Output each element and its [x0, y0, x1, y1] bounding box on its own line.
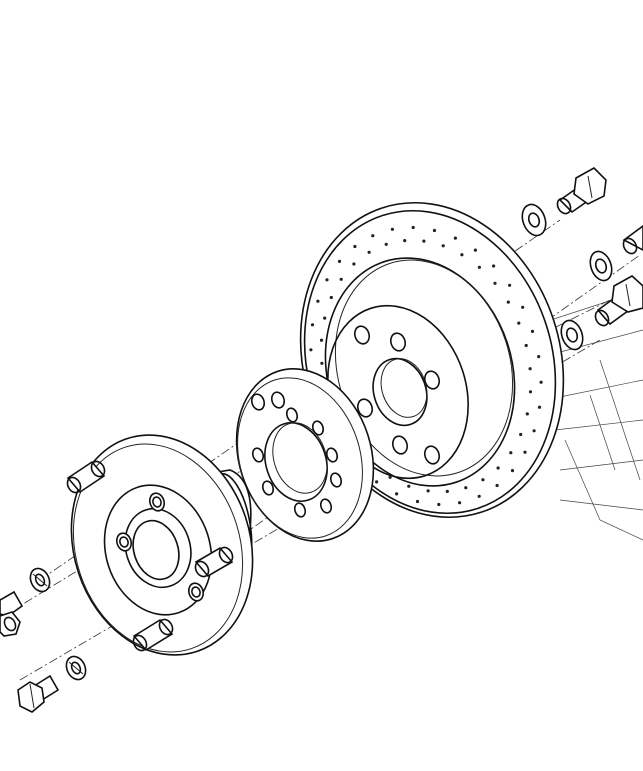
- hex-bolt-icon: [622, 225, 643, 255]
- drill-hole: [458, 501, 462, 505]
- drill-hole: [537, 355, 541, 359]
- drill-hole: [460, 253, 464, 257]
- disc-bolt-hole: [356, 398, 374, 418]
- drill-hole: [384, 242, 388, 246]
- drill-hole: [521, 305, 525, 309]
- drill-hole: [323, 316, 327, 320]
- drill-hole: [388, 475, 392, 479]
- drill-hole: [525, 412, 529, 416]
- drill-hole: [310, 323, 315, 327]
- stud-icon: [66, 460, 106, 494]
- drill-hole: [477, 265, 481, 269]
- disc-bolt-hole: [423, 445, 441, 465]
- drill-hole: [316, 299, 320, 303]
- drill-hole: [441, 244, 445, 248]
- drill-hole: [325, 278, 329, 282]
- drill-hole: [403, 239, 407, 243]
- drill-hole: [329, 295, 333, 300]
- drill-hole: [532, 429, 536, 433]
- lock-washer-icon: [65, 655, 87, 681]
- hex-bolt-icon: [594, 275, 643, 327]
- drill-hole: [390, 227, 394, 231]
- drill-hole: [530, 329, 535, 333]
- disc-washers: [521, 203, 613, 351]
- drill-hole: [432, 228, 437, 233]
- stud-icon: [194, 546, 234, 578]
- hex-bolt-icon: [556, 167, 607, 215]
- drill-hole: [426, 489, 430, 493]
- drill-hole: [352, 262, 356, 266]
- drill-hole: [517, 321, 521, 325]
- drill-hole: [337, 259, 342, 263]
- drill-hole: [371, 234, 375, 238]
- drill-hole: [367, 250, 371, 254]
- drill-hole: [437, 502, 441, 507]
- disc-drill-holes: [309, 225, 543, 507]
- drill-hole: [477, 494, 481, 498]
- hub-bolts: [0, 590, 60, 713]
- washer-icon: [521, 203, 547, 237]
- washer-icon: [560, 319, 584, 351]
- drill-hole: [473, 248, 477, 252]
- wheel-hub: [70, 434, 254, 656]
- drill-hole: [509, 451, 513, 455]
- drill-hole: [395, 492, 399, 496]
- drill-hole: [411, 225, 415, 230]
- disc-bolt-hole: [389, 332, 407, 352]
- drill-hole: [523, 450, 527, 454]
- drill-hole: [519, 432, 523, 437]
- drill-hole: [528, 390, 533, 394]
- drill-hole: [493, 281, 497, 285]
- lock-washer-icon: [29, 567, 51, 593]
- drill-hole: [309, 348, 313, 352]
- drill-hole: [496, 466, 500, 470]
- drill-hole: [407, 484, 411, 488]
- disc-bolt-hole: [391, 435, 409, 455]
- drill-hole: [481, 478, 485, 482]
- disc-bolt-hole: [423, 370, 441, 390]
- washer-icon: [589, 250, 613, 282]
- drill-hole: [524, 343, 528, 348]
- drill-hole: [539, 380, 543, 384]
- hub-washers: [29, 567, 87, 681]
- drill-hole: [415, 499, 420, 504]
- drill-hole: [445, 489, 449, 493]
- drill-hole: [495, 483, 499, 488]
- drill-hole: [508, 283, 512, 287]
- drill-hole: [492, 264, 496, 268]
- disc-bolts: [556, 167, 643, 327]
- drill-hole: [422, 239, 426, 243]
- drill-hole: [528, 367, 532, 371]
- drill-hole: [506, 300, 510, 304]
- drill-hole: [453, 236, 457, 240]
- drill-hole: [320, 361, 324, 365]
- hub-studs: [66, 460, 234, 652]
- drill-hole: [319, 338, 324, 342]
- drill-hole: [510, 469, 515, 473]
- spacer-ring: [235, 368, 375, 542]
- stud-icon: [132, 618, 174, 652]
- drill-hole: [339, 277, 343, 281]
- hex-bolt-icon: [17, 674, 60, 713]
- drill-hole: [537, 405, 542, 409]
- disc-bolt-hole: [353, 325, 371, 345]
- hex-bolt-icon: [0, 590, 24, 637]
- drill-hole: [353, 244, 357, 249]
- drill-hole: [464, 486, 468, 490]
- drill-hole: [375, 480, 379, 484]
